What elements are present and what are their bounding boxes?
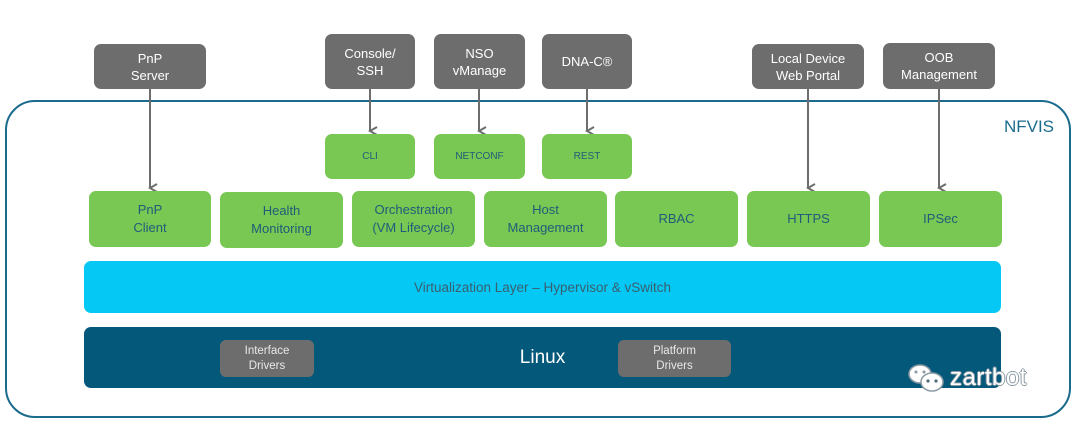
wechat-icon [908,364,944,392]
module-ipsec: IPSec [879,191,1002,247]
external-dna-c: DNA-C® [542,34,632,89]
external-local-device-web-portal: Local Device Web Portal [752,44,864,89]
module-rbac: RBAC [615,191,738,247]
module-https: HTTPS [747,191,870,247]
external-console-ssh: Console/ SSH [325,34,415,89]
module-rest: REST [542,134,632,179]
external-oob-management: OOB Management [883,43,995,89]
external-pnp-server: PnP Server [94,44,206,89]
watermark-text: zartbot [950,364,1027,391]
module-netconf: NETCONF [434,134,525,179]
module-host-management: Host Management [484,191,607,247]
external-nso-vmanage: NSO vManage [434,34,525,89]
module-pnp-client: PnP Client [89,191,211,247]
linux-layer: Linux Interface Drivers Platform Drivers [84,327,1001,388]
platform-drivers: Platform Drivers [618,340,731,377]
virtualization-layer: Virtualization Layer – Hypervisor & vSwi… [84,261,1001,313]
nfvis-frame [5,100,1071,418]
module-cli: CLI [325,134,415,179]
interface-drivers: Interface Drivers [220,340,314,377]
virtualization-layer-label: Virtualization Layer – Hypervisor & vSwi… [413,279,672,295]
module-orchestration: Orchestration (VM Lifecycle) [352,191,475,247]
linux-label: Linux [519,346,566,368]
watermark: zartbot [906,362,1027,394]
nfvis-label: NFVIS [1003,117,1054,136]
module-health-monitoring: Health Monitoring [220,192,343,248]
